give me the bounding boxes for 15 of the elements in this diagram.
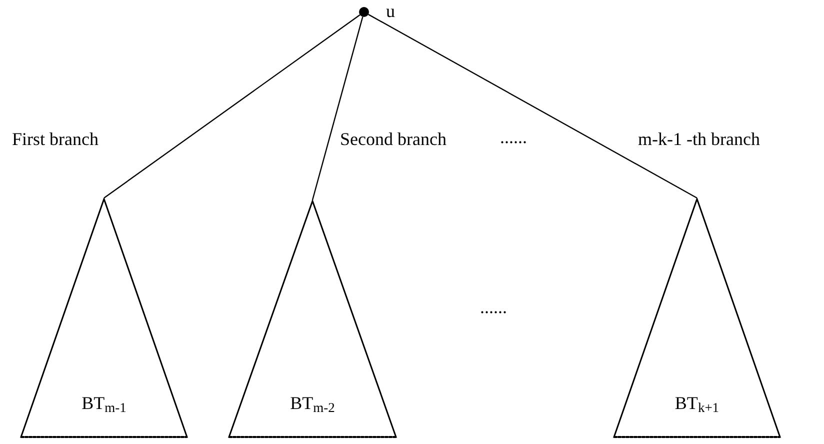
branch-line — [312, 16, 364, 200]
branch-label: ...... — [500, 128, 527, 146]
branch-label: Second branch — [340, 130, 446, 148]
vertex-label: u — [386, 2, 395, 20]
branch-label: m-k-1 -th branch — [638, 130, 760, 148]
subtree-triangle — [613, 198, 781, 438]
subtree-triangle — [20, 198, 188, 438]
subtree-label: BT$_{k+1}$ — [674, 394, 720, 412]
branch-label: First branch — [12, 130, 98, 148]
branch-label: ...... — [480, 298, 507, 316]
branch-line — [104, 14, 360, 198]
subtree-triangle — [228, 200, 397, 438]
branch-line — [368, 14, 698, 199]
subtree-label: BT$_{m-1}$ — [82, 394, 126, 412]
subtree-label: BT$_{m-2}$ — [290, 394, 335, 412]
